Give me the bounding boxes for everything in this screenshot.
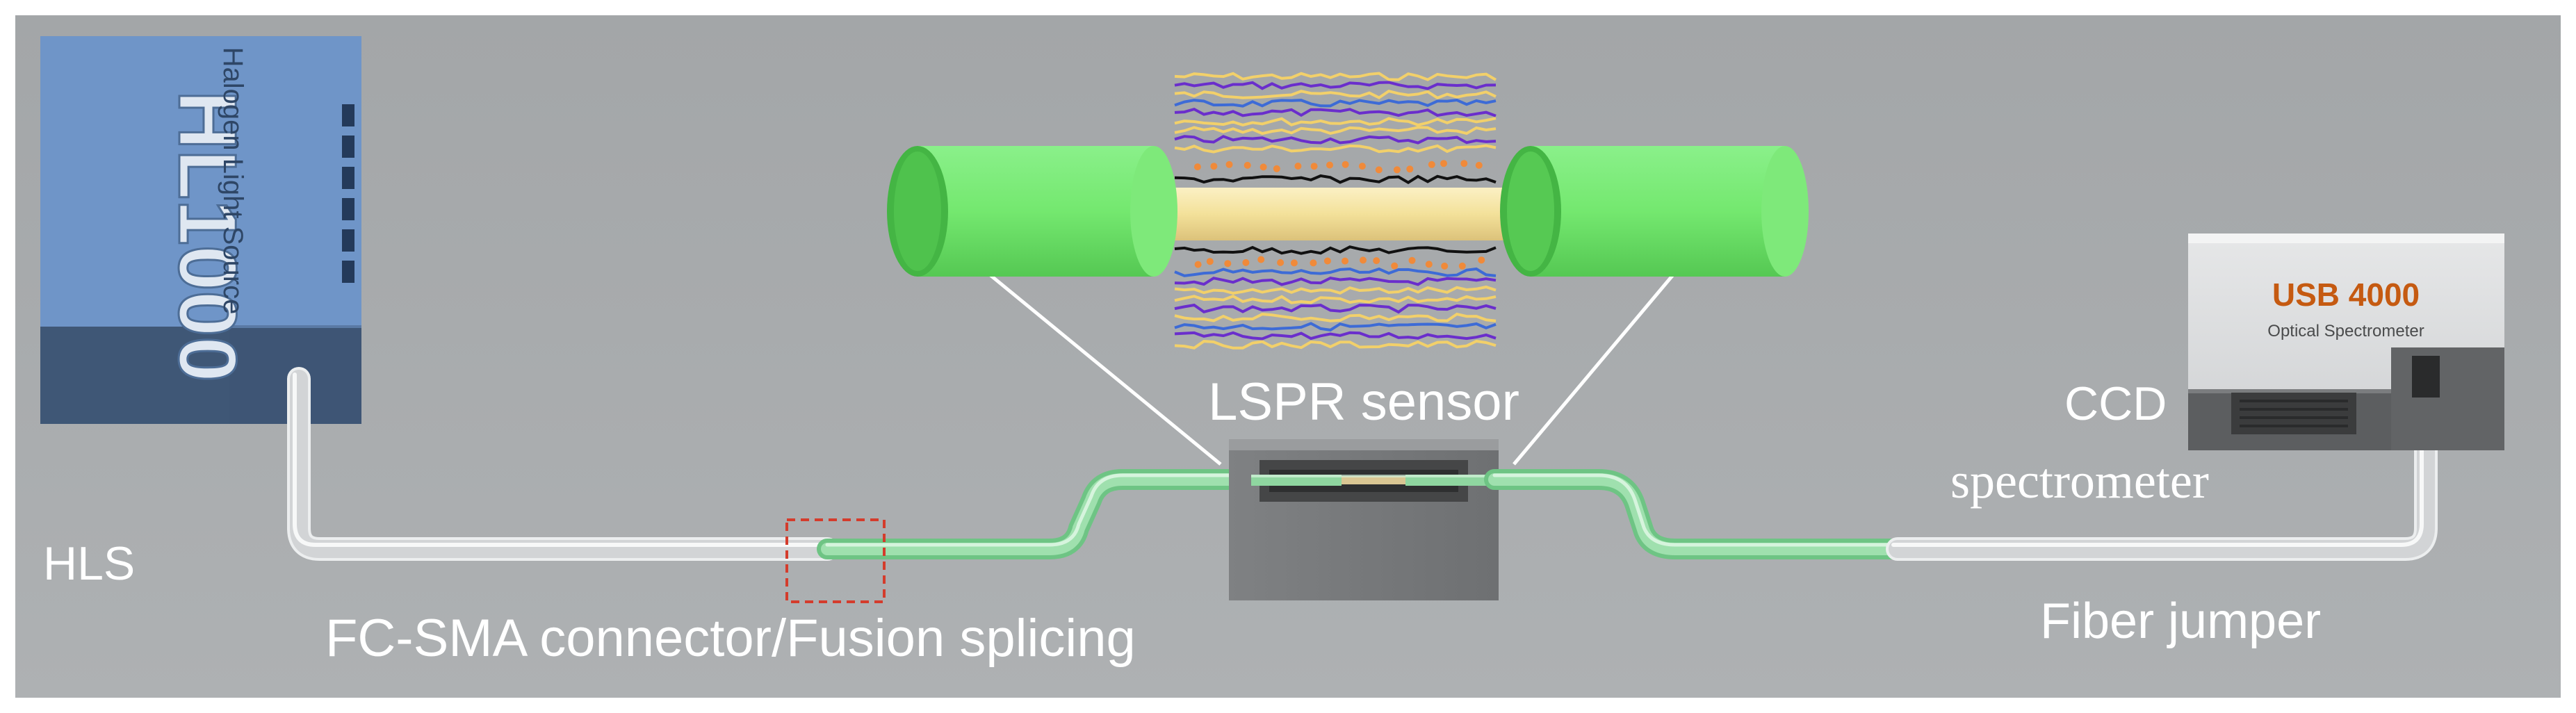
cladding-right [1500,146,1809,277]
nanoparticle-dot [1373,257,1380,265]
zoom-line-left [986,271,1222,466]
usb4000-spectrometer: USB 4000 Optical Spectrometer [2188,233,2504,450]
nanoparticle-dot [1260,163,1267,171]
cladding-left [887,146,1177,277]
nanoparticle-dot [1358,163,1366,170]
nanoparticle-dot [1310,259,1317,267]
fiber-left [287,367,839,561]
spectrometer-subtitle: Optical Spectrometer [2267,322,2424,341]
polymer-chain-line [1174,126,1497,136]
zoom-line-right [1513,271,1677,466]
polymer-chain-line [1174,107,1497,117]
nanoparticle-dot [1406,165,1414,173]
polymer-chain-line [1174,303,1497,314]
jumper-label: Fiber jumper [2040,593,2321,649]
nanoparticle-dot [1326,161,1333,169]
polymer-chain-line [1174,81,1497,90]
nanoparticle-dot [1428,161,1435,168]
fiber-in-block [1251,475,1496,486]
nanoparticle-dot [1393,166,1401,174]
nanoparticle-dot [1242,259,1250,266]
fiber-core [1154,188,1529,240]
nanoparticle-dot [1257,256,1265,263]
nanoparticle-dot [1342,257,1348,265]
polymer-chain-line [1174,89,1497,100]
nanoparticle-dot [1193,163,1201,171]
nanoparticle-dot [1290,259,1298,267]
polymer-chain-line [1174,72,1497,81]
polymer-chain-line [1174,285,1497,295]
nanoparticle-dot [1206,258,1214,265]
nanoparticle-dot [1475,161,1483,169]
nanoparticle-dot [1273,165,1280,172]
fiber-green-left [817,469,1262,559]
light-source-label: HLS [43,537,135,590]
spectrometer-label-line1: CCD [2064,377,2167,430]
polymer-chain-line [1174,245,1497,255]
nanoparticle-dot [1408,256,1416,264]
nanoparticle-dot [1210,163,1218,170]
halogen-light-source: HL1000 Halogen Light Source [40,36,361,424]
nanoparticle-dot [1375,166,1383,174]
nanoparticle-dot [1277,259,1285,266]
polymer-chain-line [1174,174,1497,185]
sensor-inset [887,72,1809,350]
nanoparticle-dot [1224,260,1232,268]
polymer-chain-line [1174,322,1497,331]
nanoparticle-dot [1310,163,1318,170]
connector-label: FC-SMA connector/Fusion splicing [325,609,1136,668]
polymer-chain-line [1174,135,1497,145]
polymer-chain-line [1174,98,1497,108]
light-source-model: HL1000 [161,90,253,382]
fiber-right [1886,367,2438,561]
nanoparticle-dot [1458,262,1466,270]
nanoparticle-dot [1441,262,1449,270]
nanoparticle-dot [1244,161,1251,169]
polymer-chain-line [1174,295,1497,304]
nanoparticle-dot [1460,160,1468,167]
polymer-chain-line [1174,331,1497,341]
nanoparticle-dot [1342,161,1349,168]
nanoparticle-field [1174,72,1497,350]
nanoparticle-dot [1294,163,1302,170]
nanoparticle-dot [1323,257,1331,265]
polymer-chain-line [1174,117,1497,126]
light-source-subtitle: Halogen Light Source [218,47,248,315]
polymer-chain-line [1174,277,1497,286]
polymer-chain-line [1174,144,1497,154]
sensor-label: LSPR sensor [1208,372,1519,432]
spectrometer-label-line2: spectrometer [1950,453,2209,509]
nanoparticle-dot [1425,261,1433,268]
nanoparticle-dot [1478,256,1485,264]
polymer-chain-line [1174,312,1497,322]
nanoparticle-dot [1194,261,1202,268]
polymer-chain-line [1174,267,1497,277]
sensor-block [1229,439,1499,600]
nanoparticle-dot [1391,262,1399,270]
polymer-chain-line [1174,339,1497,350]
spectrometer-model: USB 4000 [2272,277,2420,313]
nanoparticle-dot [1360,256,1367,264]
fiber-green-right [1484,469,1908,559]
connector-highlight-box [785,518,886,603]
nanoparticle-dot [1440,160,1447,167]
nanoparticle-dot [1225,161,1233,168]
